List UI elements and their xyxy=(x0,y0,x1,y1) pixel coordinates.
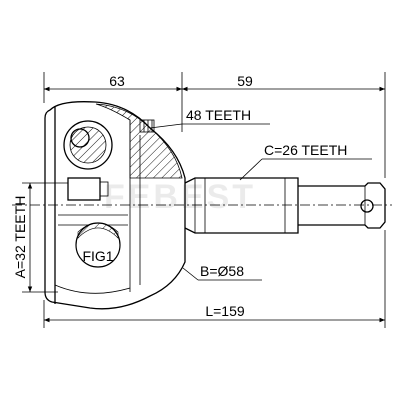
teeth-a-label: A=32 TEETH xyxy=(12,196,28,279)
teeth-c-label: C=26 TEETH xyxy=(264,142,347,158)
teeth-48-label: 48 TEETH xyxy=(186,107,251,123)
diameter-b-label: B=Ø58 xyxy=(200,263,244,279)
dimension-63-label: 63 xyxy=(109,73,125,89)
fig1-marker: FIG1 xyxy=(75,222,121,268)
fig1-label: FIG1 xyxy=(82,248,113,264)
joint-stub-shaft xyxy=(184,177,386,234)
teeth-c-annotation: C=26 TEETH xyxy=(239,142,372,181)
length-dimension: L=159 xyxy=(43,230,386,328)
brand-watermark: FEBEST xyxy=(104,178,256,216)
top-dimension: 63 59 xyxy=(43,72,386,178)
teeth-48-annotation: 48 TEETH xyxy=(149,107,270,129)
dimension-59-label: 59 xyxy=(237,73,253,89)
length-l-label: L=159 xyxy=(205,303,245,319)
diameter-b-annotation: B=Ø58 xyxy=(182,263,262,281)
teeth-a-annotation: A=32 TEETH xyxy=(12,182,68,293)
joint-housing xyxy=(44,101,186,310)
